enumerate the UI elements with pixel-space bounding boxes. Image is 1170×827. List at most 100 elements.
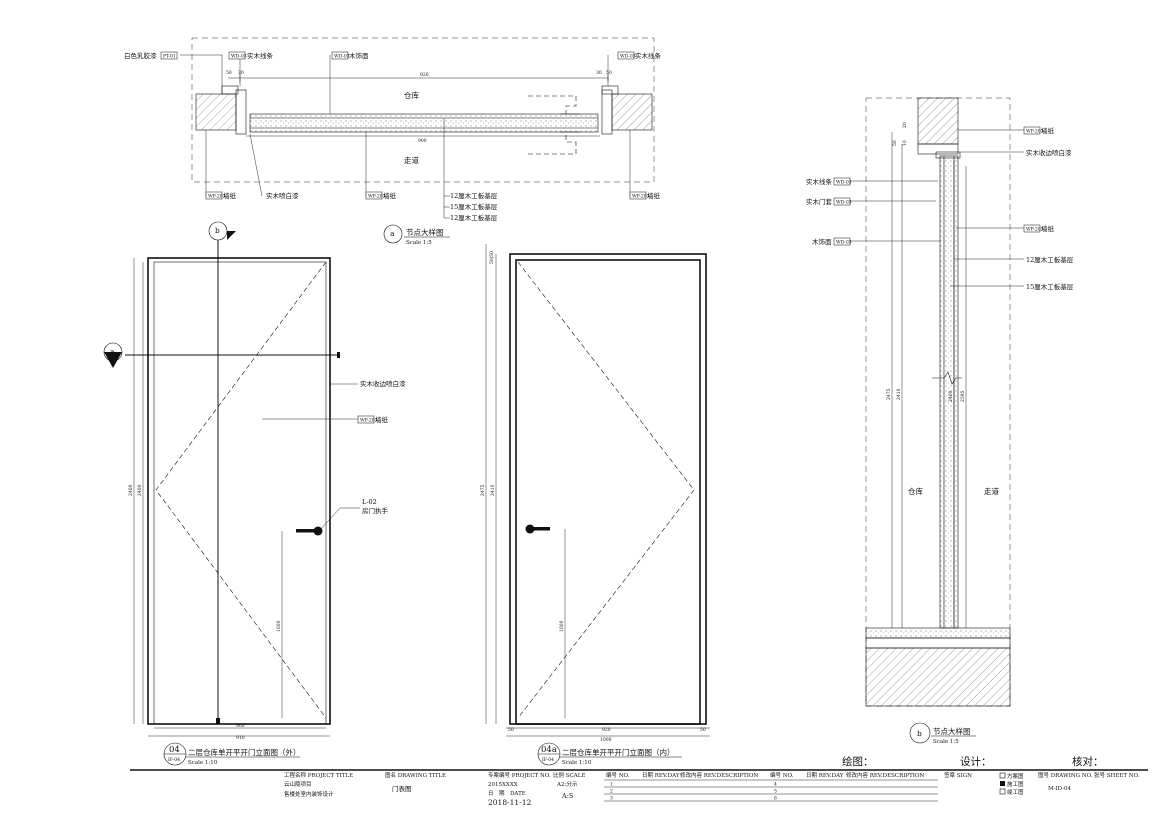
- checkbox-asbuilt: [999, 788, 1006, 795]
- dim-20-b: 20: [902, 122, 908, 128]
- section-marker-b: b: [215, 226, 220, 235]
- label-spray-white: 实木喷白漆: [266, 191, 299, 200]
- label-board-12-b: 12厘木工板基层: [1026, 255, 1074, 264]
- detail-a: 920 50 30 30 50 900 仓库 走道 白色乳胶漆 PT-01 WD…: [124, 37, 662, 246]
- elevation-in: 1000 50|50 2475 2410 50 920 50 1000 04a …: [480, 244, 710, 766]
- dim-50-left: 50: [226, 70, 232, 76]
- frame-left: [235, 89, 247, 135]
- tag-wp-3: WP-203: [632, 194, 650, 200]
- dim-2400b-out: 2400: [137, 484, 143, 496]
- strip-left: [221, 85, 239, 95]
- handle-top-dashed: [528, 95, 577, 114]
- elevation-out: b a 1000 2400 2400 900 910 实木收边喷白漆 WP-20…: [103, 221, 406, 766]
- room-right-b: 走道: [984, 486, 999, 496]
- dim-1000-bottom-in: 1000: [600, 737, 612, 743]
- drawing-title-header: 图名 DRAWING TITLE: [385, 771, 446, 779]
- rev-date-header: 日期 REV.DAY: [642, 772, 680, 779]
- tag-wd-b3: WD-03: [836, 240, 852, 246]
- label-wallpaper-2: 墙纸: [383, 191, 397, 200]
- handle-bottom-dashed: [528, 132, 577, 155]
- rev-desc-header-2: 修改内容 REV.DESCRIPTION: [846, 771, 924, 779]
- label-wallpaper-b: 墙纸: [1041, 224, 1055, 233]
- elev-out-scale: Scale 1:10: [188, 760, 218, 766]
- dim-900-out: 900: [236, 723, 245, 729]
- rev-row-2: 2: [610, 789, 613, 795]
- sign-header: 签章 SIGN: [944, 771, 972, 779]
- door-handle-in: [525, 524, 535, 534]
- dim-2475-b: 2475: [886, 388, 892, 400]
- drawing-no-header: 图号 DRAWING NO.: [1038, 771, 1093, 779]
- elev-out-title-sub: IF-04: [168, 757, 180, 763]
- door-handle-out: [313, 526, 323, 536]
- rev-no-header-2: 编号 NO.: [770, 771, 794, 779]
- label-wallpaper-out: 墙纸: [375, 415, 389, 424]
- dim-2400-b: 2400: [948, 390, 954, 402]
- checkbox-construction: [1000, 781, 1005, 786]
- date-value: 2018-11-12: [488, 798, 531, 807]
- rev-row-5: 5: [774, 789, 777, 795]
- chk-construction-label: 施工图: [1007, 780, 1024, 788]
- detail-b-title: 节点大样图: [933, 726, 971, 736]
- label-wallpaper-3: 墙纸: [647, 191, 661, 200]
- rev-row-4: 4: [774, 782, 777, 788]
- elev-in-scale: Scale 1:10: [562, 760, 592, 766]
- detail-a-frame: [191, 37, 655, 183]
- project-title-header: 工程名称 PROJECT TITLE: [284, 771, 353, 779]
- label-board-12a: 12厘木工板基层: [450, 191, 498, 200]
- room-top-label: 仓库: [404, 90, 419, 100]
- label-board-15: 15厘木工板基层: [450, 202, 498, 211]
- tag-wp-out: WP-203: [360, 418, 378, 424]
- label-wood-strip-left: 实木线条: [247, 51, 274, 60]
- elev-out-title: 二层仓库单开平开门立面图（外）: [188, 747, 301, 757]
- detail-a-title-circle: [383, 224, 403, 244]
- rev-desc-header: 修改内容 REV.DESCRIPTION: [680, 771, 758, 779]
- project-title-line2: 售楼处室内装饰设计: [284, 790, 334, 798]
- sign-design: 设计：: [960, 755, 992, 768]
- scale-value-2: A:S: [561, 792, 573, 800]
- detail-a-scale: Scale 1:5: [406, 240, 432, 246]
- tag-wp-b1: WP-203: [1026, 129, 1044, 135]
- label-wood-facing: 木饰面: [349, 51, 369, 60]
- frame-right: [601, 89, 613, 135]
- detail-b: 2475 2410 2400 2395 20 50 10 仓库 走道 WP-20…: [806, 97, 1074, 745]
- door-leaf-out: [153, 261, 327, 725]
- label-paint: 白色乳胶漆: [124, 51, 157, 60]
- dim-2410-b: 2410: [896, 388, 902, 400]
- dim-30-right: 30: [596, 70, 602, 76]
- rev-date-header-2: 日期 REV.DAY: [806, 772, 844, 779]
- drawing-no: M-ID-04: [1048, 786, 1072, 792]
- tag-wd-mid: WD-03: [334, 54, 350, 60]
- rev-row-3: 3: [610, 796, 613, 802]
- rev-row-1: 1: [610, 782, 613, 788]
- tag-wp-1: WP-203: [208, 194, 226, 200]
- label-door-frame-b: 实木门套: [806, 197, 833, 206]
- scale-value: A2:分示: [556, 780, 578, 788]
- wall-right: [611, 93, 653, 131]
- rev-row-6: 6: [774, 796, 777, 802]
- door-leaf-in: [515, 259, 701, 725]
- door-frame-in: [509, 253, 707, 725]
- rev-no-header: 编号 NO.: [606, 771, 630, 779]
- tag-wd-b1: WD-03: [836, 180, 852, 186]
- dim-2410-in: 2410: [490, 484, 496, 496]
- sign-drawing: 绘图：: [842, 755, 874, 768]
- tag-wp-b2: WP-203: [1026, 227, 1044, 233]
- elev-in-title-sub: IF-04: [542, 757, 554, 763]
- floor-slab: [865, 647, 1011, 707]
- dim-50-left-in: 50: [508, 727, 514, 733]
- dim-50-b: 50: [892, 140, 898, 146]
- detail-b-title-letter: b: [917, 729, 922, 738]
- project-no: 2015XXXX: [488, 782, 518, 788]
- swing-diagonal-out: [155, 261, 327, 719]
- dim-900: 900: [418, 138, 427, 144]
- detail-b-frame: [865, 97, 1011, 707]
- chk-scheme-label: 方案图: [1007, 772, 1024, 780]
- dim-2400a-out: 2400: [128, 484, 134, 496]
- label-wallpaper-1: 墙纸: [223, 191, 237, 200]
- label-edge-spray-b: 实木收边喷白漆: [1026, 148, 1072, 157]
- detail-b-title-circle: [909, 722, 931, 744]
- floor-finish: [865, 627, 1011, 639]
- dim-2395-b: 2395: [960, 390, 966, 402]
- elev-in-title: 二层仓库单开平开门立面图（内）: [562, 747, 675, 757]
